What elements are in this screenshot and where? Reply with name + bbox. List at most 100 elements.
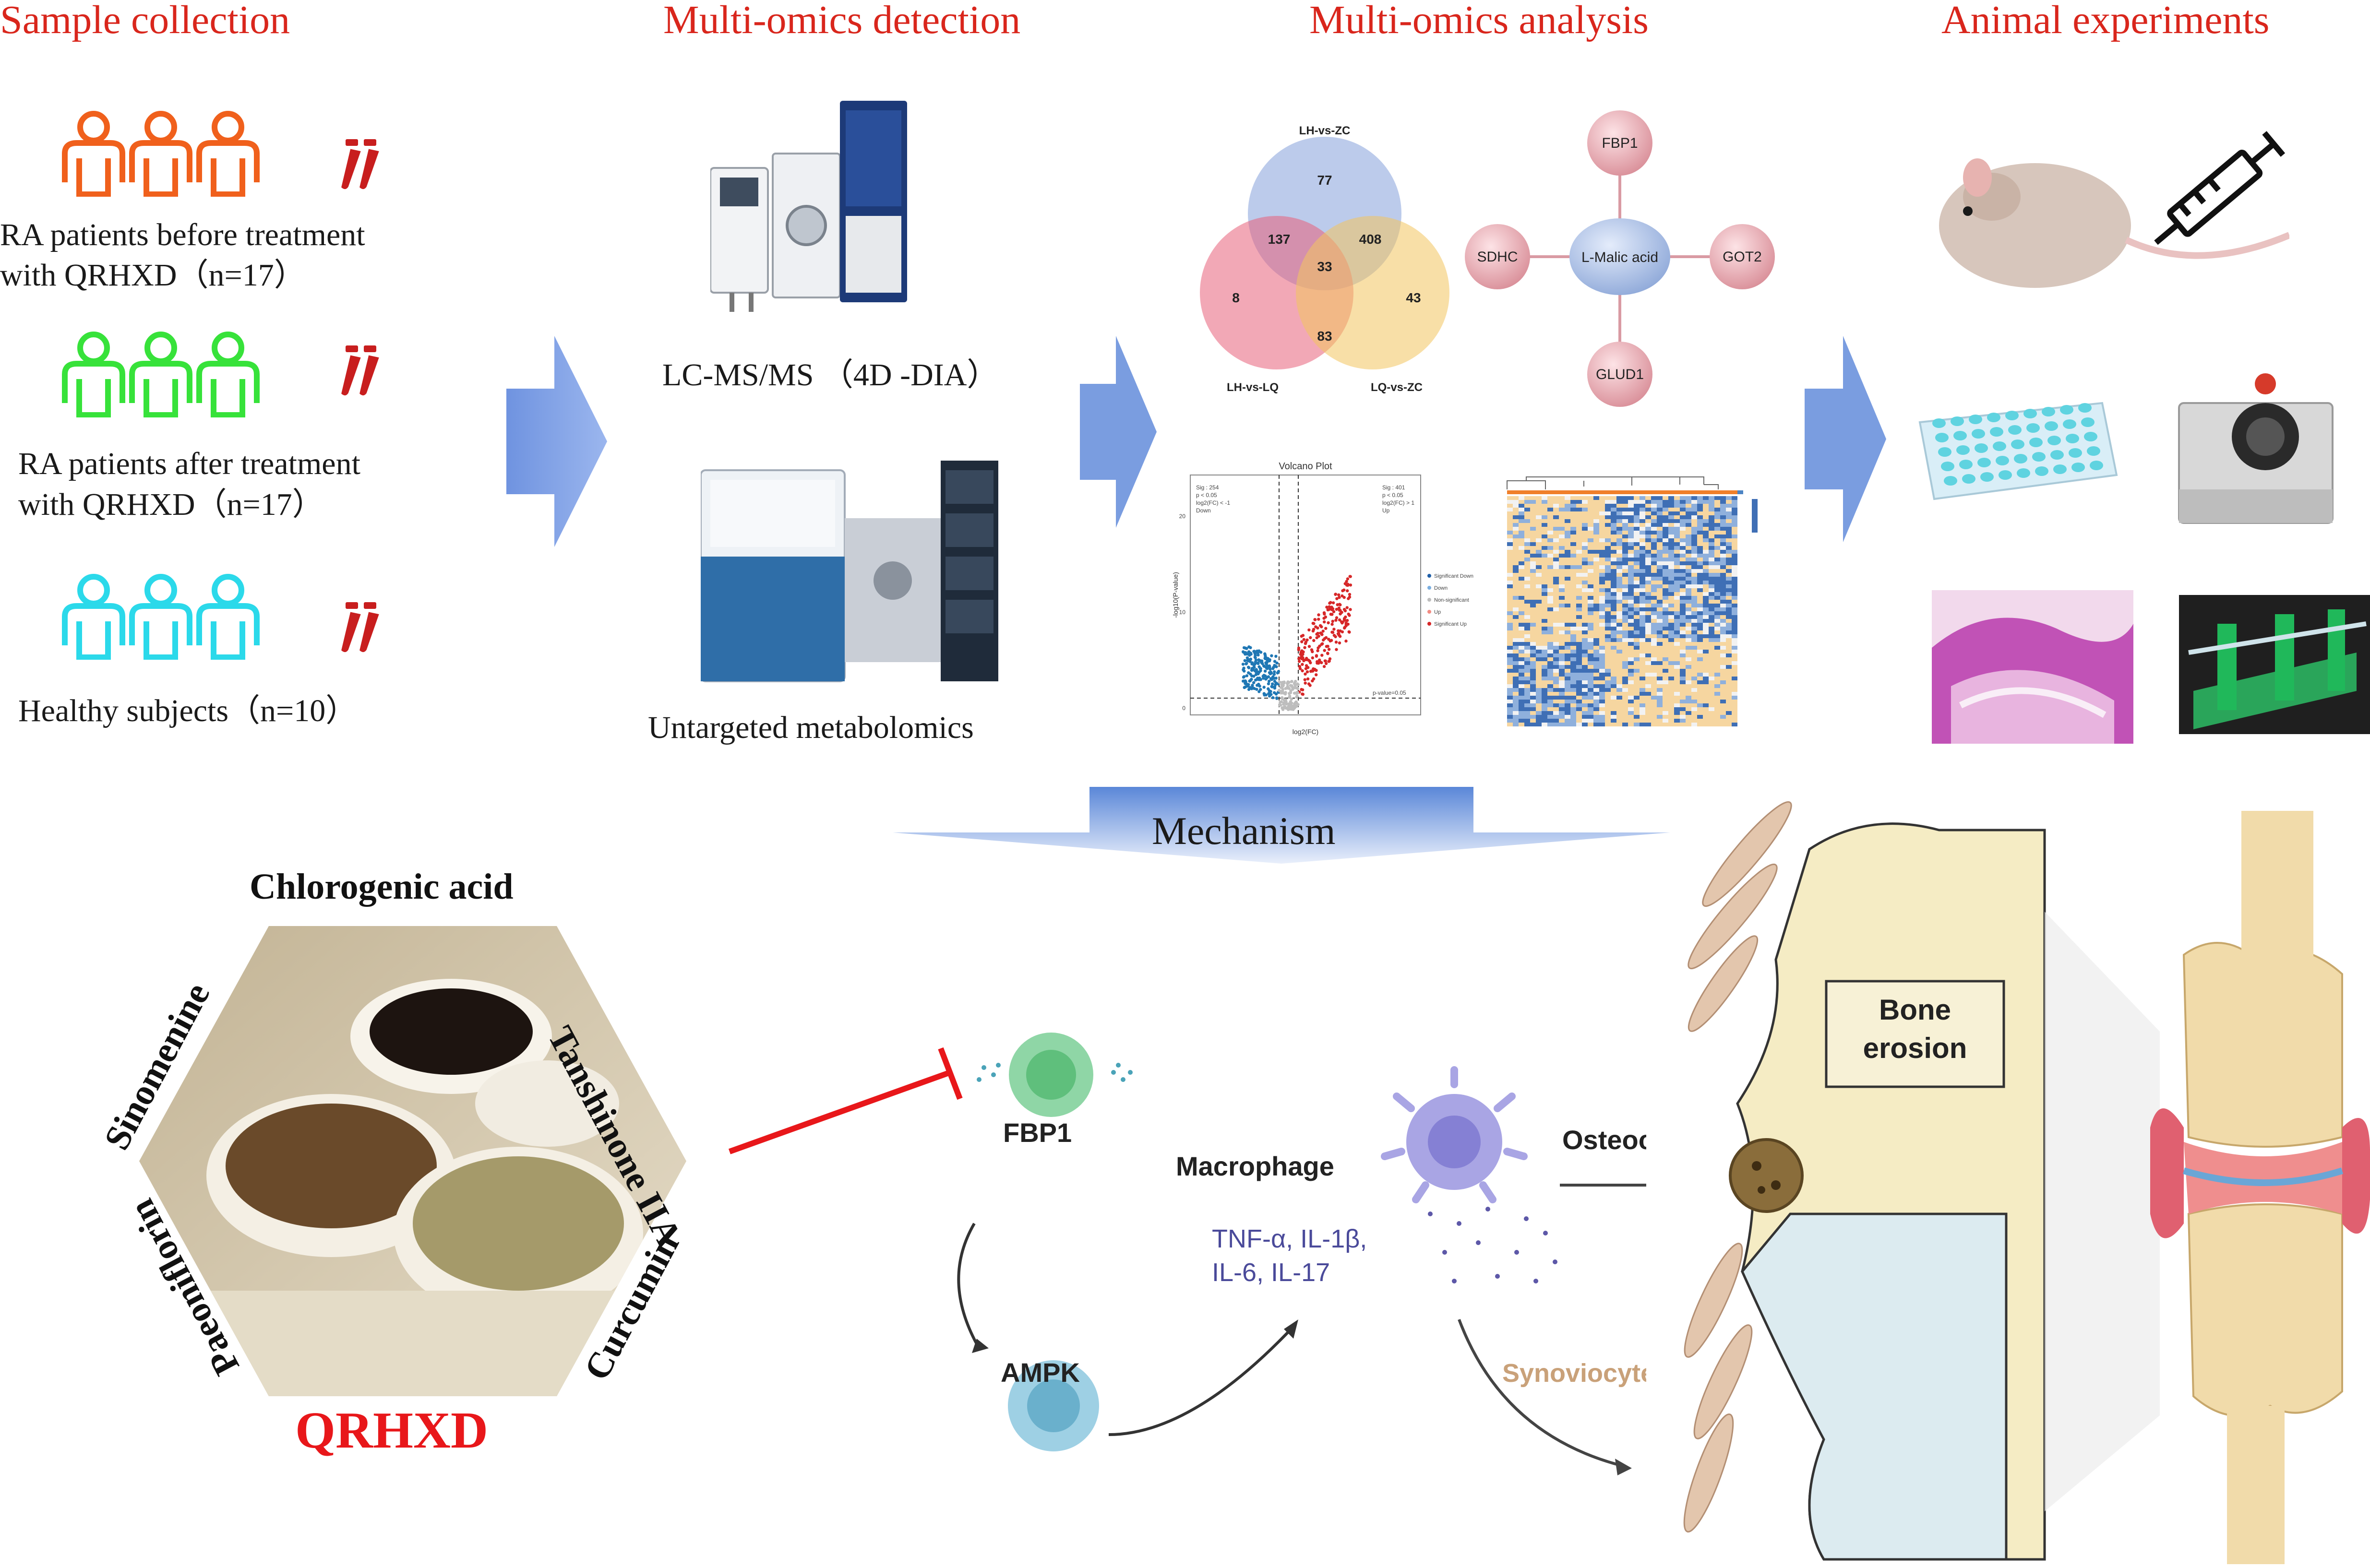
heatmap-cell	[1726, 569, 1732, 573]
inhibition-bar	[938, 1047, 963, 1100]
heatmap-cell	[1565, 542, 1570, 546]
volcano-point	[1345, 606, 1349, 609]
volcano-ytick: 20	[1179, 513, 1186, 520]
heatmap-cell	[1570, 554, 1576, 558]
heatmap-cell	[1565, 700, 1570, 703]
heatmap-cell	[1570, 707, 1576, 711]
heatmap-cell	[1645, 607, 1651, 611]
heatmap-cell	[1714, 611, 1720, 615]
heatmap-cell	[1640, 565, 1645, 569]
heatmap-cell	[1593, 588, 1599, 592]
plate-well	[2014, 454, 2027, 463]
heatmap-cell	[1507, 607, 1513, 611]
heatmap-cell	[1524, 630, 1530, 634]
volcano-legend-item: Up	[1434, 609, 1441, 615]
heatmap-cell	[1697, 669, 1703, 673]
herbal-medicine-photo	[139, 926, 686, 1396]
metabolite-network: L-Malic acid FBP1 SDHC GOT2 GLUD1	[1465, 110, 1775, 407]
heatmap-cell	[1559, 661, 1565, 665]
heatmap-cell	[1651, 723, 1657, 726]
heatmap-cell	[1634, 600, 1640, 604]
heatmap-cell	[1703, 642, 1709, 646]
heatmap-cell	[1507, 546, 1513, 550]
heatmap-cell	[1697, 677, 1703, 680]
heatmap-cell	[1576, 561, 1582, 565]
heatmap-cell	[1709, 692, 1714, 696]
heatmap-cell	[1634, 515, 1640, 519]
heatmap-cell	[1611, 561, 1616, 565]
heatmap-cell	[1732, 573, 1737, 577]
heatmap-cell	[1547, 565, 1553, 569]
heatmap-cell	[1582, 515, 1588, 519]
volcano-point	[1345, 618, 1349, 622]
heatmap-cell	[1720, 684, 1726, 688]
heatmap-cell	[1697, 565, 1703, 569]
heatmap-cell	[1663, 630, 1668, 634]
heatmap-cell	[1726, 584, 1732, 588]
heatmap-cell	[1605, 619, 1611, 623]
heatmap-cell	[1732, 715, 1737, 719]
volcano-point	[1334, 635, 1337, 639]
heatmap-cell	[1622, 611, 1628, 615]
heatmap-cell	[1605, 611, 1611, 615]
heatmap-cell	[1553, 538, 1559, 542]
heatmap-cell	[1686, 703, 1691, 707]
heatmap-cell	[1507, 646, 1513, 650]
heatmap-cell	[1559, 546, 1565, 550]
heatmap-cell	[1703, 531, 1709, 535]
heatmap-cell	[1657, 630, 1663, 634]
heatmap-cell	[1513, 596, 1519, 600]
heatmap-cell	[1651, 638, 1657, 642]
heatmap-cell	[1680, 696, 1686, 700]
heatmap-cell	[1622, 677, 1628, 680]
heatmap-cell	[1524, 680, 1530, 684]
heatmap-cell	[1709, 615, 1714, 619]
volcano-point	[1320, 653, 1324, 657]
volcano-point	[1250, 668, 1254, 672]
heatmap-cell	[1599, 723, 1605, 726]
heatmap-cell	[1645, 630, 1651, 634]
heatmap-cell	[1686, 573, 1691, 577]
volcano-point	[1256, 651, 1260, 655]
heatmap-cell	[1645, 688, 1651, 692]
heatmap-cell	[1703, 719, 1709, 723]
heatmap-cell	[1582, 627, 1588, 630]
network-label-fbp1: FBP1	[1602, 135, 1638, 151]
heatmap-cell	[1536, 504, 1542, 508]
heatmap-cell	[1542, 523, 1547, 527]
heatmap-cell	[1680, 623, 1686, 627]
heatmap-cell	[1599, 650, 1605, 653]
heatmap-cell	[1714, 692, 1720, 696]
heatmap-cell	[1686, 719, 1691, 723]
heatmap-cell	[1645, 657, 1651, 661]
venn-count-abc: 33	[1317, 259, 1332, 274]
heatmap-cell	[1547, 696, 1553, 700]
heatmap-cell	[1691, 561, 1697, 565]
heatmap-cell	[1519, 723, 1524, 726]
venn-count-ab: 137	[1268, 232, 1291, 247]
heatmap-cell	[1714, 665, 1720, 669]
heatmap-cell	[1674, 538, 1680, 542]
heatmap-cell	[1507, 692, 1513, 696]
heatmap-cell	[1657, 558, 1663, 561]
volcano-point	[1281, 685, 1284, 688]
volcano-point	[1316, 649, 1319, 653]
heatmap-cell	[1599, 581, 1605, 584]
heatmap-cell	[1599, 569, 1605, 573]
heatmap-cell	[1536, 661, 1542, 665]
heatmap-cell	[1703, 592, 1709, 596]
heatmap-cell	[1599, 673, 1605, 677]
heatmap-cell	[1582, 700, 1588, 703]
heatmap-cell	[1605, 719, 1611, 723]
heatmap-cell	[1714, 638, 1720, 642]
heatmap-cell	[1628, 711, 1634, 715]
heatmap-cell	[1588, 584, 1593, 588]
heatmap-cell	[1513, 607, 1519, 611]
heatmap-cell	[1616, 611, 1622, 615]
heatmap-cell	[1576, 531, 1582, 535]
heatmap-cell	[1513, 665, 1519, 669]
heatmap-cell	[1507, 661, 1513, 665]
heatmap-cell	[1582, 723, 1588, 726]
heatmap-cell	[1553, 707, 1559, 711]
heatmap-cell	[1651, 535, 1657, 538]
